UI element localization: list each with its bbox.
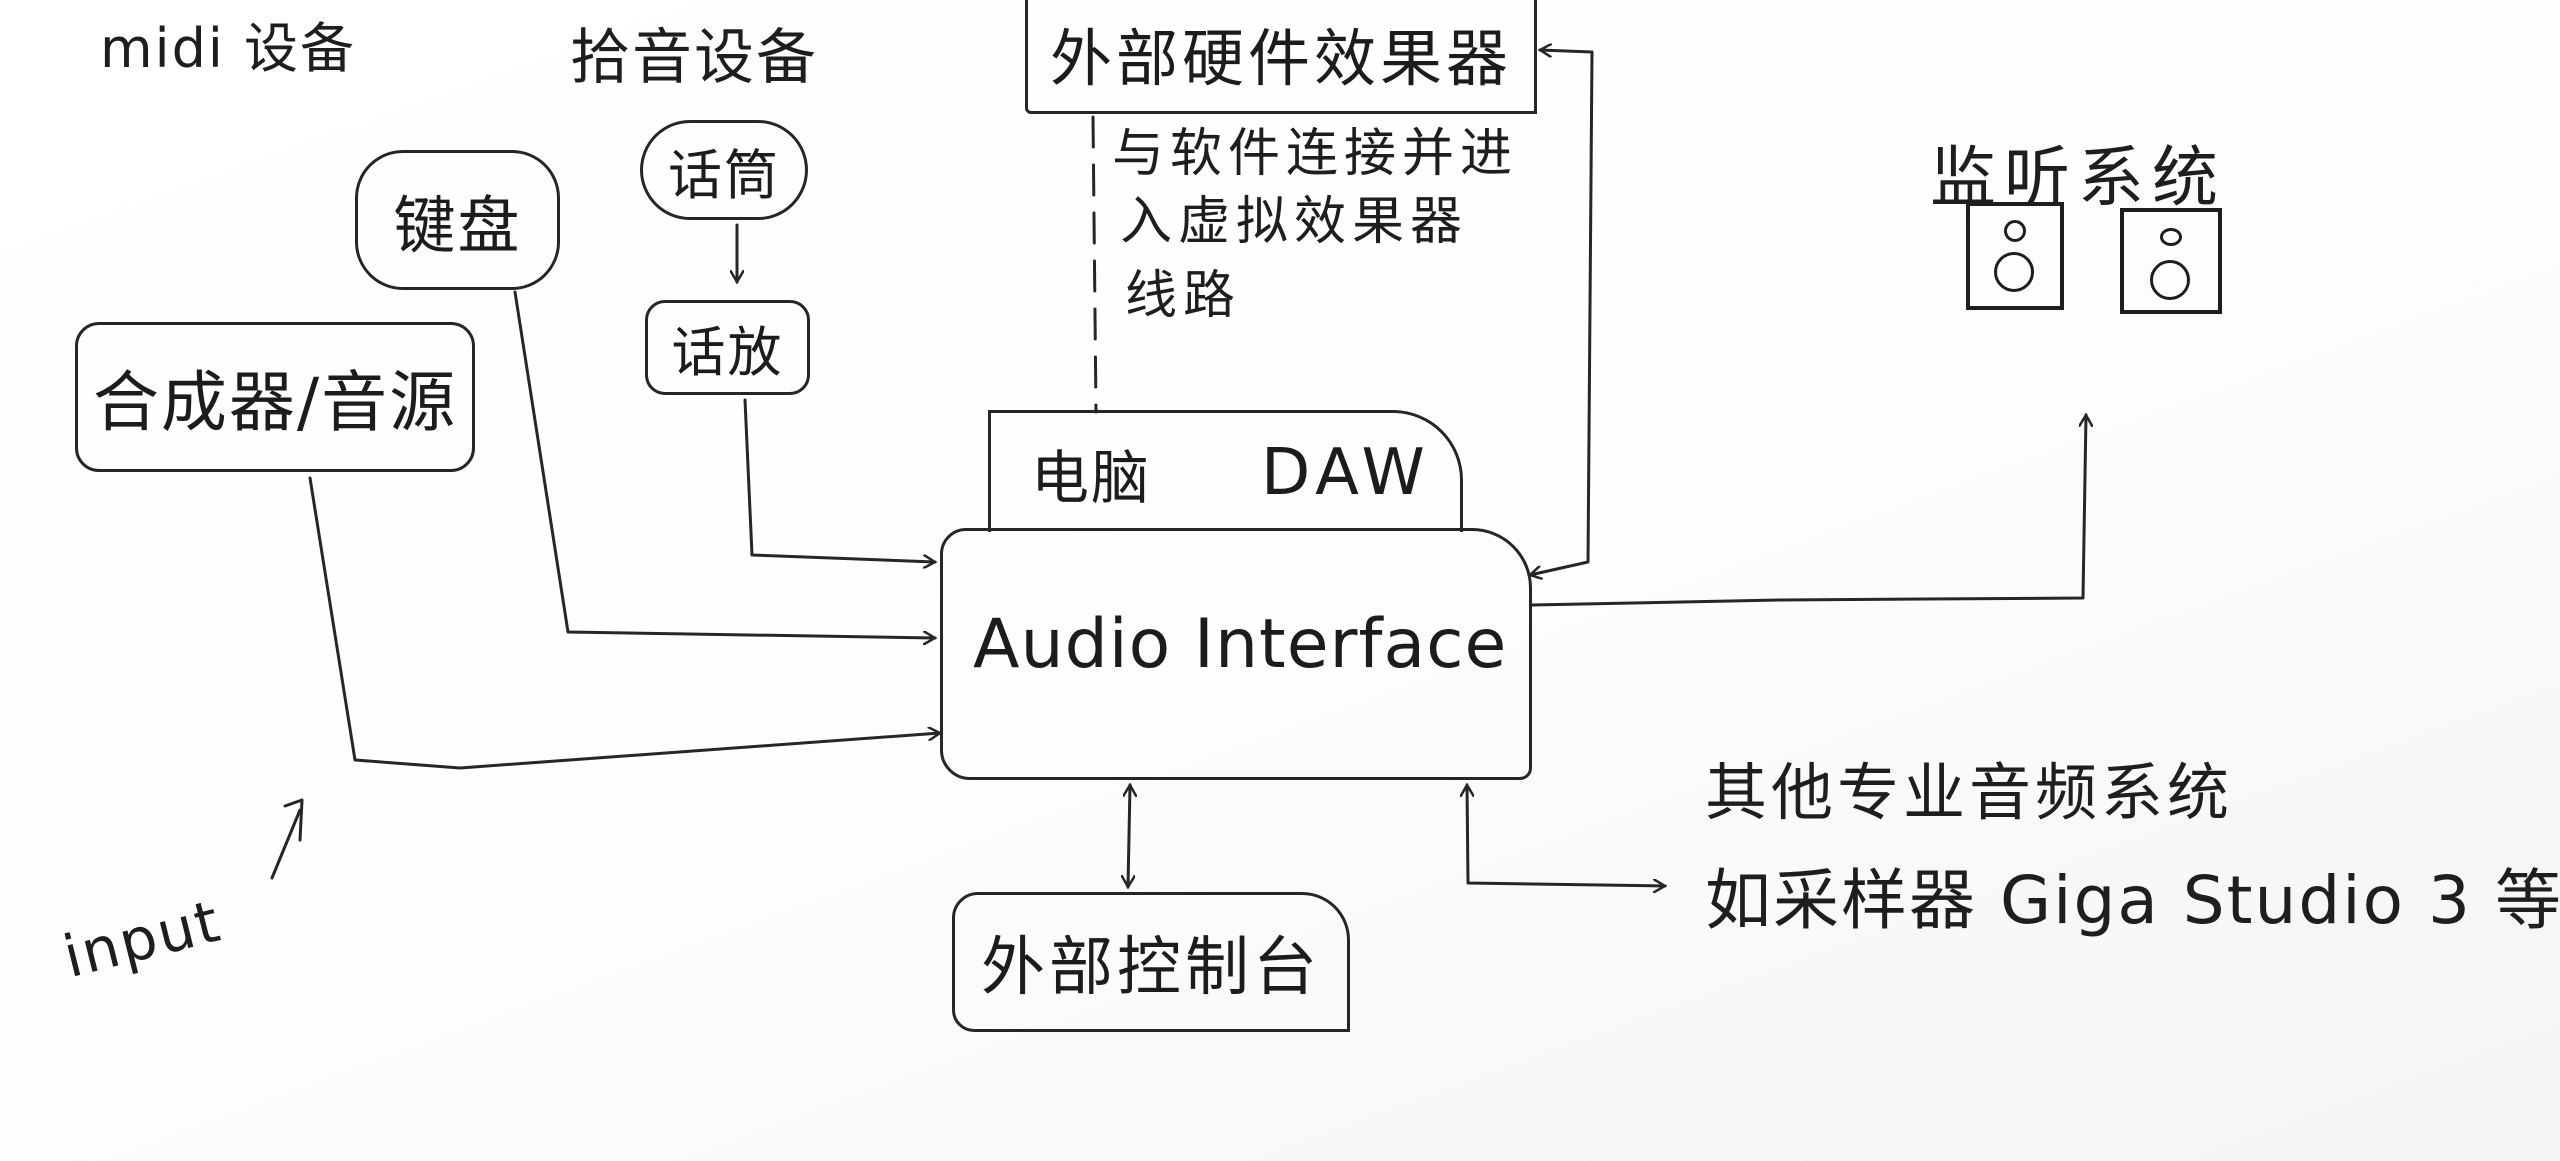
tweeter-icon <box>2004 220 2026 242</box>
arrow-keyboard-to-interface <box>513 290 935 638</box>
synth-sound-source-node[interactable]: 合成器/音源 <box>75 322 475 472</box>
tweeter-icon <box>2160 228 2182 246</box>
external-hw-effects-node[interactable]: 外部硬件效果器 <box>1025 0 1537 114</box>
synth-sound-source-label: 合成器/音源 <box>92 364 458 441</box>
effects-note-line-2: 入虚拟效果器 <box>1120 192 1469 252</box>
effects-note-line-1: 与软件连接并进 <box>1112 124 1519 184</box>
arrow-synth-to-interface <box>308 476 940 770</box>
heading-midi-devices: midi 设备 <box>100 17 357 80</box>
arrow-interface-to-other-systems <box>1467 785 1665 886</box>
external-console-label: 外部控制台 <box>981 931 1321 1005</box>
audio-interface-label: Audio Interface <box>973 604 1508 684</box>
input-arrow-head <box>283 798 304 842</box>
woofer-icon <box>2150 260 2190 300</box>
dashed-link-effects-computer <box>1091 115 1098 414</box>
arrow-preamp-to-interface <box>743 398 935 562</box>
speaker-left-icon <box>1966 202 2064 310</box>
other-systems-line-1: 其他专业音频系统 <box>1705 756 2234 829</box>
arrow-interface-console-bidirectional <box>1128 785 1130 887</box>
keyboard-label: 键盘 <box>393 189 522 262</box>
computer-label: 电脑 <box>1031 443 1152 512</box>
external-console-node[interactable]: 外部控制台 <box>952 892 1350 1032</box>
heading-pickup-devices: 拾音设备 <box>570 23 818 93</box>
input-arrow-line <box>270 808 302 880</box>
effects-note-line-3: 线路 <box>1125 266 1242 326</box>
woofer-icon <box>1994 252 2034 292</box>
computer-daw-node[interactable]: 电脑 DAW <box>988 410 1463 532</box>
other-systems-line-2: 如采样器 Giga Studio 3 等 <box>1705 862 2560 939</box>
microphone-node[interactable]: 话筒 <box>640 120 808 220</box>
arrow-interface-to-monitors <box>1530 415 2086 607</box>
audio-interface-node[interactable]: Audio Interface <box>940 528 1532 780</box>
mic-preamp-node[interactable]: 话放 <box>645 300 810 395</box>
arrow-effects-loop <box>1530 50 1594 575</box>
external-hw-effects-label: 外部硬件效果器 <box>1049 21 1512 95</box>
keyboard-node[interactable]: 键盘 <box>355 150 560 290</box>
speaker-right-icon <box>2120 208 2222 314</box>
daw-label: DAW <box>1261 435 1431 510</box>
heading-monitoring-system: 监听系统 <box>1930 139 2226 216</box>
mic-preamp-label: 话放 <box>671 321 784 384</box>
microphone-label: 话筒 <box>668 143 780 207</box>
